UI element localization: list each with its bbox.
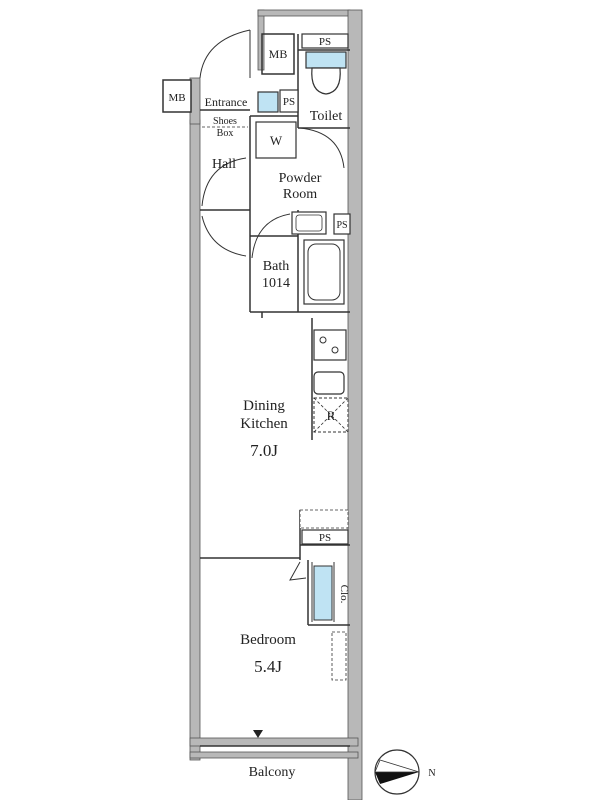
compass-icon: N	[374, 749, 436, 795]
shoes-box-label-1: Shoes	[213, 116, 237, 127]
pipe-space-top: PS	[301, 33, 349, 49]
closet: Clo.	[311, 562, 350, 622]
bedroom-label: Bedroom	[240, 632, 296, 648]
dining-kitchen-label-2: Kitchen	[240, 416, 288, 432]
closet-label: Clo.	[338, 585, 350, 604]
balcony-label: Balcony	[249, 765, 296, 780]
storage-dashed	[299, 509, 349, 529]
window-marker	[253, 730, 263, 738]
bathtub	[303, 239, 345, 305]
entrance-sink	[257, 91, 279, 113]
dining-kitchen-size: 7.0J	[250, 441, 278, 460]
washer-space: W	[255, 121, 297, 159]
powder-room-label-2: Room	[283, 187, 317, 202]
hall-label: Hall	[212, 157, 236, 172]
kitchen-sink	[313, 371, 345, 395]
dining-kitchen-label-1: Dining	[243, 398, 285, 414]
bedroom-size: 5.4J	[254, 657, 282, 676]
bath-label-1: Bath	[263, 259, 289, 274]
entrance-label: Entrance	[205, 95, 248, 109]
shoes-box-label-2: Box	[217, 128, 234, 139]
pipe-space-bath: PS	[333, 213, 351, 235]
bath-label-2: 1014	[262, 276, 290, 291]
bedroom-dashed-storage	[331, 631, 347, 681]
refrigerator-space: R	[313, 397, 349, 433]
mb-left-label: MB	[168, 92, 185, 104]
stove	[313, 329, 347, 361]
compass-north-label: N	[428, 768, 435, 779]
mb-top-label: MB	[269, 47, 288, 61]
powder-room-label-1: Powder	[279, 171, 322, 186]
pipe-space-entrance: PS	[279, 89, 299, 113]
ps-bath-label: PS	[336, 220, 347, 231]
toilet-label: Toilet	[310, 109, 343, 124]
door-swings	[199, 29, 345, 259]
interior-walls	[200, 33, 350, 747]
ps-kitchen-label: PS	[319, 532, 331, 544]
toilet-fixture	[305, 51, 347, 95]
refrigerator-label: R	[327, 408, 336, 423]
pipe-space-kitchen: PS	[301, 529, 349, 545]
ps-entrance-label: PS	[283, 96, 295, 108]
ps-top-label: PS	[319, 36, 331, 48]
washer-label: W	[270, 133, 283, 148]
meter-box-left: MB	[162, 79, 192, 113]
